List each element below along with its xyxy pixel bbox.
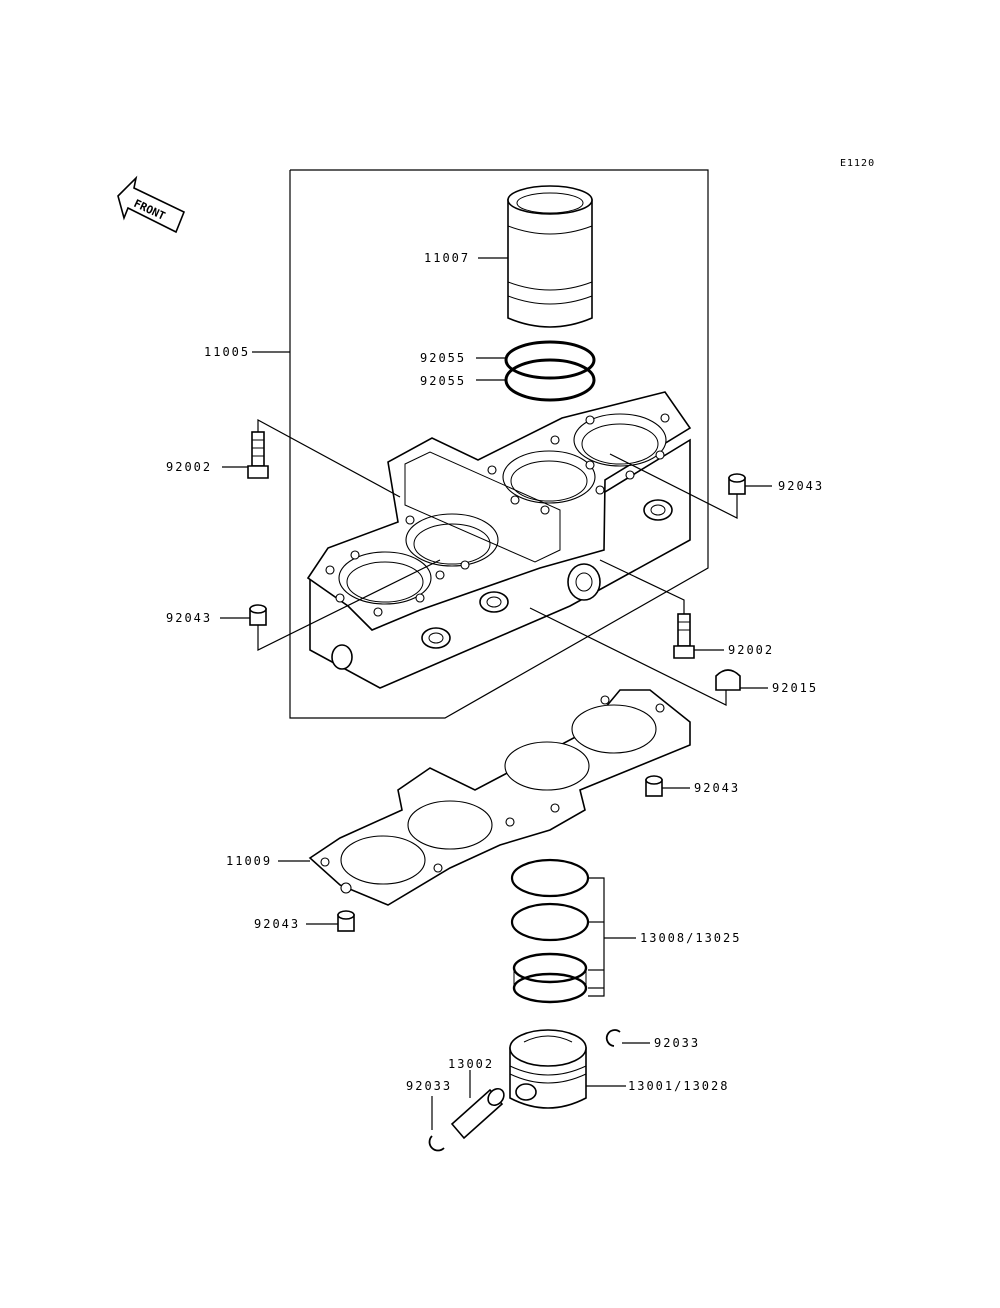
piston-pin xyxy=(450,1087,505,1140)
label-o-ring-upper: 92055 xyxy=(420,351,466,365)
dowel-left xyxy=(249,604,267,626)
dowel-gasket-left xyxy=(337,910,355,932)
label-head-gasket: 11009 xyxy=(226,854,272,868)
label-dowel-right-top: 92043 xyxy=(778,479,824,493)
front-arrow-icon: FRONT xyxy=(117,175,186,234)
label-stud-bolt-left: 92002 xyxy=(166,460,212,474)
dowel-right-top xyxy=(728,473,746,495)
piston-rings xyxy=(510,858,590,1004)
circlip-right xyxy=(605,1029,621,1047)
label-o-ring-lower: 92055 xyxy=(420,374,466,388)
cylinder-block xyxy=(306,391,692,689)
label-piston-pin: 13002 xyxy=(448,1057,494,1071)
label-circlip-left: 92033 xyxy=(406,1079,452,1093)
cylinder-liner xyxy=(507,185,593,328)
diagram-code: E1120 xyxy=(840,158,875,169)
label-piston-rings: 13008/13025 xyxy=(640,931,741,945)
label-cylinder-liner: 11007 xyxy=(424,251,470,265)
leader-lines xyxy=(220,257,772,1130)
circlip-left xyxy=(428,1135,445,1152)
piston xyxy=(509,1029,587,1109)
label-cylinder-block: 11005 xyxy=(204,345,250,359)
dowel-gasket-right xyxy=(645,775,663,797)
label-dowel-gasket-left: 92043 xyxy=(254,917,300,931)
cylinder-block-bracket xyxy=(289,169,709,719)
o-rings xyxy=(504,340,596,402)
label-dowel-gasket-right: 92043 xyxy=(694,781,740,795)
stud-bolt-right xyxy=(673,613,695,659)
label-circlip-right: 92033 xyxy=(654,1036,700,1050)
head-gasket xyxy=(308,689,691,906)
stud-bolt-left xyxy=(247,431,269,479)
label-cap-nut: 92015 xyxy=(772,681,818,695)
cap-nut xyxy=(715,669,741,691)
label-piston: 13001/13028 xyxy=(628,1079,729,1093)
label-stud-bolt-right: 92002 xyxy=(728,643,774,657)
label-dowel-left: 92043 xyxy=(166,611,212,625)
